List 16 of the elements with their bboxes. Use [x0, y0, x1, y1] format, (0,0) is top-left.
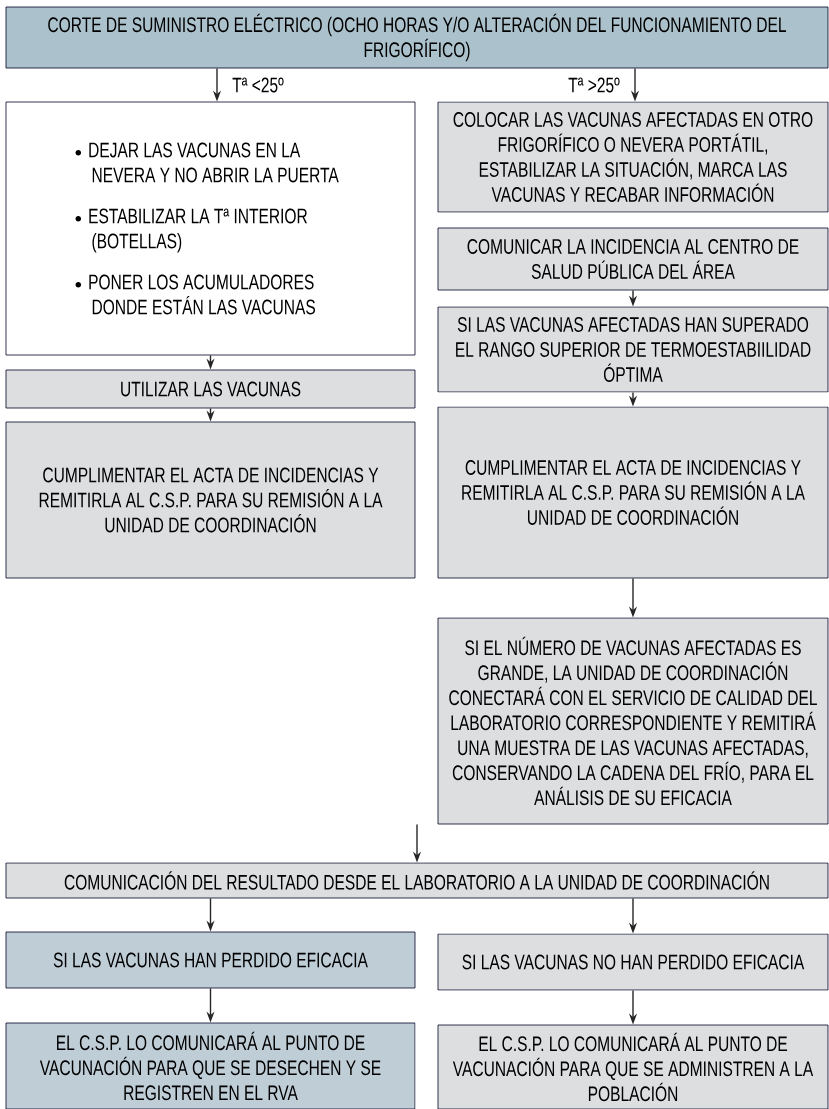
- header-box: CORTE DE SUMINISTRO ELÉCTRICO (OCHO HORAS Y/O ALTERACIÓN DEL FUNCIONAMIENTO DEL FRIGORÍFICO): [5, 6, 829, 69]
- edge-label: Tª <25º: [231, 76, 285, 94]
- process-box: CUMPLIMENTAR EL ACTA DE INCIDENCIAS Y REMITIRLA AL C.S.P. PARA SU REMISIÓN A LA UNIDAD DE COORDINACIÓN: [5, 421, 416, 579]
- edge-label: Tª >25º: [567, 76, 621, 94]
- process-box: COLOCAR LAS VACUNAS AFECTADAS EN OTRO FRIGORÍFICO O NEVERA PORTÁTIL, ESTABILIZAR LA SITUACIÓN, MARCA LAS VACUNAS Y RECABAR INFORMACIÓN: [437, 101, 829, 213]
- process-box: COMUNICAR LA INCIDENCIA AL CENTRO DE SALUD PÚBLICA DEL ÁREA: [437, 227, 829, 291]
- process-box: SI LAS VACUNAS AFECTADAS HAN SUPERADO EL RANGO SUPERIOR DE TERMOESTABIILIDAD ÓPTIMA: [437, 306, 829, 393]
- process-box: UTILIZAR LAS VACUNAS: [5, 369, 416, 409]
- process-box: COMUNICACIÓN DEL RESULTADO DESDE EL LABORATORIO A LA UNIDAD DE COORDINACIÓN: [5, 862, 829, 899]
- process-box: EL C.S.P. LO COMUNICARÁ AL PUNTO DE VACUNACIÓN PARA QUE SE ADMINISTREN A LA POBLACIÓN: [437, 1024, 829, 1109]
- bullet-list-box: DEJAR LAS VACUNAS EN LA NEVERA Y NO ABRIR LA PUERTA ESTABILIZAR LA Tª INTERIOR (BOTELLAS) PONER LOS ACUMULADORES DONDE ESTÁN LAS VACUNAS: [5, 101, 416, 356]
- process-box: CUMPLIMENTAR EL ACTA DE INCIDENCIAS Y REMITIRLA AL C.S.P. PARA SU REMISIÓN A LA UNIDAD DE COORDINACIÓN: [437, 406, 829, 579]
- process-box: EL C.S.P. LO COMUNICARÁ AL PUNTO DE VACUNACIÓN PARA QUE SE DESECHEN Y SE REGISTREN EN EL RVA: [5, 1022, 416, 1109]
- process-box: SI EL NÚMERO DE VACUNAS AFECTADAS ES GRANDE, LA UNIDAD DE COORDINACIÓN CONECTARÁ CON EL SERVICIO DE CALIDAD DEL LABORATORIO CORRESPONDIENTE Y REMITIRÁ UNA MUESTRA DE LAS VACUNAS AFECTADAS, CONSERVANDO LA CADENA DEL FRÍO, PARA EL ANÁLISIS DE SU EFICACIA: [437, 617, 829, 825]
- process-box: SI LAS VACUNAS NO HAN PERDIDO EFICACIA: [437, 933, 829, 991]
- process-box: SI LAS VACUNAS HAN PERDIDO EFICACIA: [5, 931, 416, 989]
